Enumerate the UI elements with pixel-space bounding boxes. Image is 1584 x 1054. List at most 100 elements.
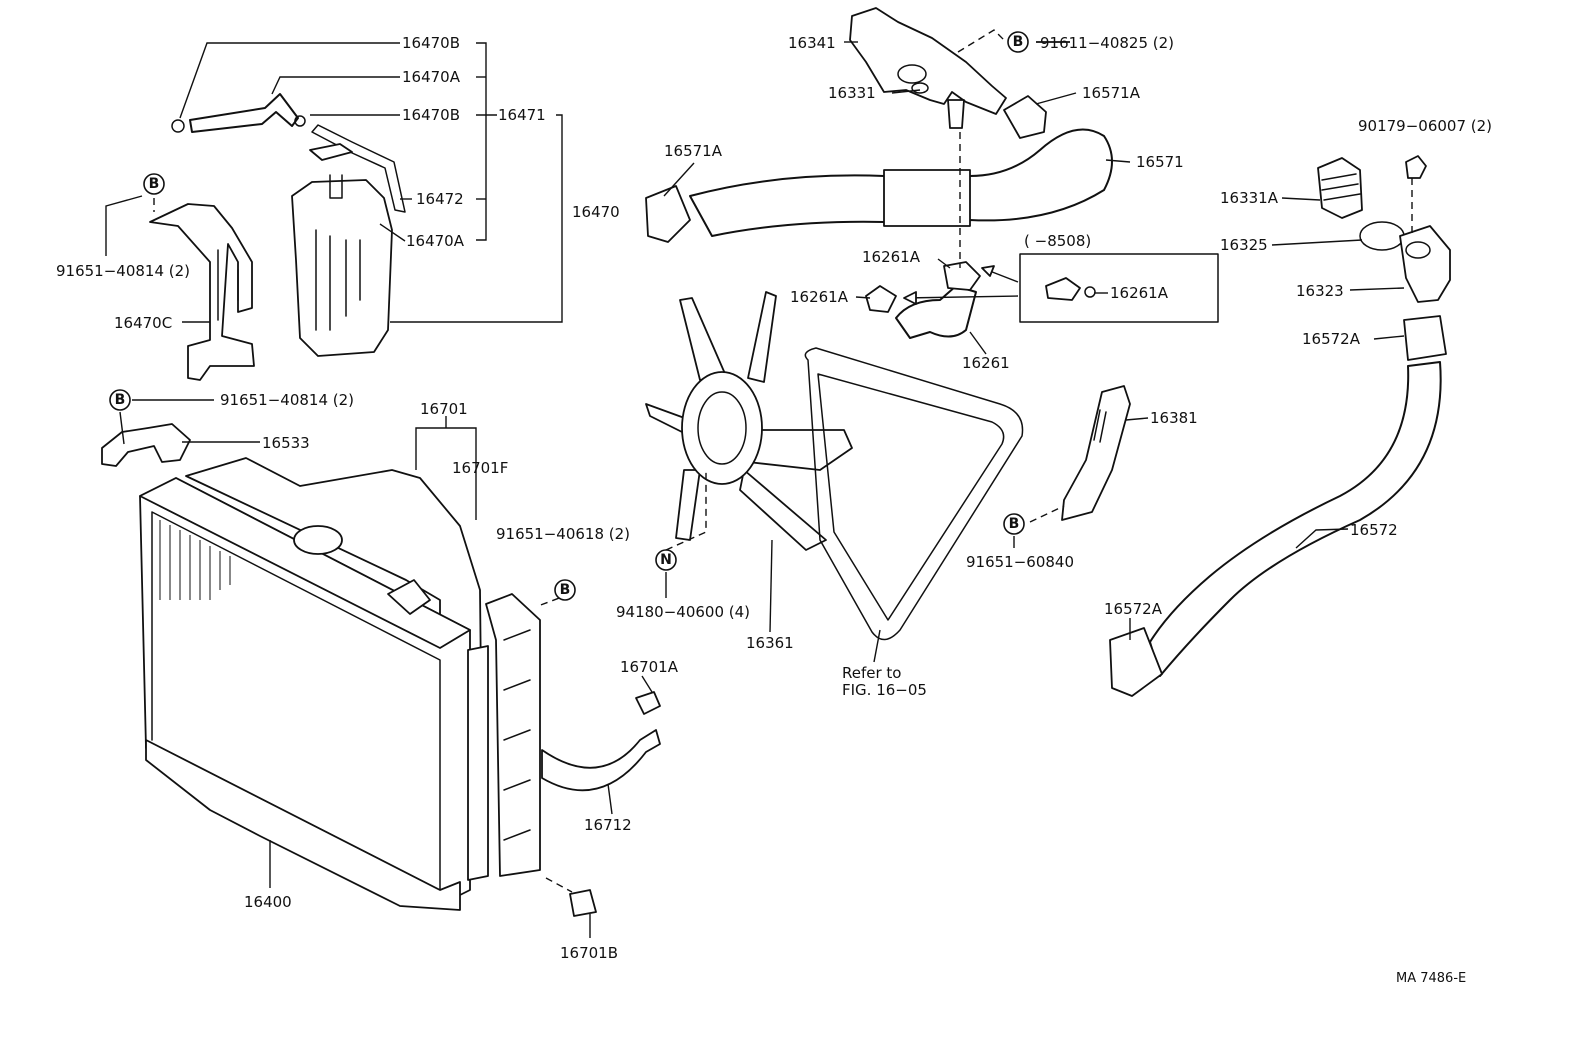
label-16470c: 16470C [114,314,172,332]
water-inlet [1399,225,1451,303]
fan-shroud [185,457,483,813]
tank-cap [309,143,353,161]
fan-blade-1 [679,297,727,381]
thermostat [1317,157,1363,219]
radiator-cap [293,525,343,555]
radiator-frame [151,511,441,897]
label-16325: 16325 [1220,236,1268,254]
tank-bracket [149,203,255,381]
label-16533: 16533 [262,434,310,452]
label-16712: 16712 [584,816,632,834]
label-16400: 16400 [244,893,292,911]
hose-sleeve [883,169,971,227]
fan-hub [681,371,763,485]
lower-shroud [541,729,661,792]
bracket-slot [1093,409,1107,443]
clip-16701a [635,691,661,715]
label-16381: 16381 [1150,409,1198,427]
clamp-16572a-bottom [1109,627,1163,697]
radiator-top-tank [139,477,471,649]
shroud-seal-strip [467,645,489,881]
label-16341: 16341 [788,34,836,52]
fan-blade-4 [739,469,827,551]
label-16470b-mid: 16470B [402,106,460,124]
clip-16701b [569,889,597,917]
refer-to-line-1: Refer to [842,664,901,682]
v-belt-inner [817,373,1005,621]
radiator-bottom-tank [145,739,461,911]
label-16572a-bot: 16572A [1104,600,1163,618]
label-inset-range: ( −8508) [1024,232,1091,250]
clamp-16261a-top [943,261,981,291]
svg-text:B: B [149,176,160,192]
radiator-fins [159,520,231,600]
label-16470a-bot: 16470A [406,232,465,250]
label-16701b: 16701B [560,944,618,962]
inset-clamp-screw [1084,286,1096,298]
inset-arrows [903,265,1019,305]
fan-blade-5 [675,469,701,541]
clamp-16571a-right [1003,95,1047,139]
label-16571a-left: 16571A [664,142,723,160]
tank-neck [329,174,343,199]
thermostat-group [1109,155,1451,697]
label-16572: 16572 [1350,521,1398,539]
refer-to-line-2: FIG. 16−05 [842,681,927,699]
outlet-port [897,64,927,84]
label-16701f: 16701F [452,459,508,477]
label-16261a-inset: 16261A [1110,284,1169,302]
marker-b-4: B [1007,31,1029,53]
tank-tube [311,124,406,213]
marker-b-3: B [554,579,576,601]
water-outlet [849,7,1007,115]
marker-b-1: B [143,173,165,195]
label-16331: 16331 [828,84,876,102]
label-16261a-a: 16261A [862,248,921,266]
svg-text:B: B [1013,34,1024,50]
bracket-ribs [217,249,239,321]
svg-text:B: B [115,392,126,408]
bracket-16381 [1061,385,1131,521]
dashed-lines [153,29,1413,893]
label-16361: 16361 [746,634,794,652]
label-16323: 16323 [1296,282,1344,300]
outlet-nipple [947,99,965,129]
nut-90179 [1405,155,1427,179]
label-91651-60840: 91651−60840 [966,553,1074,571]
label-16331a: 16331A [1220,189,1279,207]
label-16472: 16472 [416,190,464,208]
inset-box [1019,253,1219,323]
v-belt [804,347,1024,641]
marker-n: N [655,549,677,571]
reference-code: MA 7486-E [1396,971,1466,986]
label-16261a-b: 16261A [790,288,849,306]
leader-lines [105,41,1405,938]
label-16701: 16701 [420,400,468,418]
clamp-16572a-top [1403,315,1447,361]
marker-b-2: B [109,389,131,411]
label-91651-40814-b: 91651−40814 (2) [220,391,354,409]
label-90179-06007: 90179−06007 (2) [1358,117,1492,135]
label-16470: 16470 [572,203,620,221]
fan-group [645,291,1131,641]
label-16470b-top: 16470B [402,34,460,52]
fan-hub-inner [697,391,747,465]
thermostat-gasket [1359,221,1405,251]
fan-blade-2 [747,291,777,383]
radiator-inlet [387,579,431,615]
bypass-hose [895,285,977,339]
label-16571: 16571 [1136,153,1184,171]
label-91651-40618: 91651−40618 (2) [496,525,630,543]
svg-text:B: B [560,582,571,598]
lower-hose [1149,361,1442,677]
thermostat-coils [1321,173,1361,201]
water-inlet-port [1405,241,1431,259]
outlet-group [645,7,1219,339]
label-91611-40825: 91611−40825 (2) [1040,34,1174,52]
outlet-port-2 [911,82,929,94]
svg-text:B: B [1009,516,1020,532]
label-91651-40814-a: 91651−40814 (2) [56,262,190,280]
panel-ribs [503,629,531,841]
overflow-hose [189,93,299,133]
